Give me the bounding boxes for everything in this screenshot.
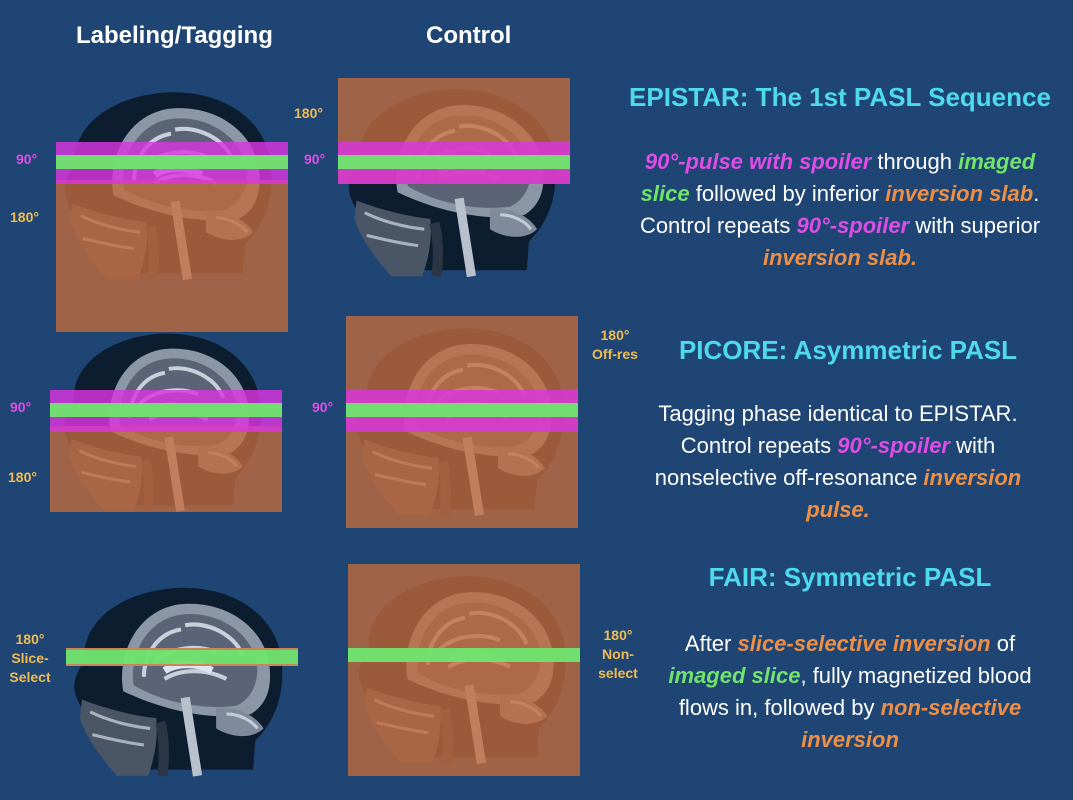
highlight-term: imaged slice [640, 149, 1036, 206]
fair-title: FAIR: Symmetric PASL [708, 562, 992, 592]
labeling-column-header: Labeling/Tagging [76, 22, 273, 49]
picore-title: PICORE: Asymmetric PASL [678, 335, 1018, 365]
imaged-slice [346, 403, 578, 417]
inversion-slab [50, 426, 282, 512]
inversion-slab [56, 180, 288, 332]
highlight-term: inversion slab [885, 181, 1034, 206]
control-column-header: Control [426, 22, 512, 49]
highlight-term: slice-selective inversion [737, 631, 991, 656]
description-text: followed by inferior [689, 181, 886, 206]
imaged-slice [50, 403, 282, 417]
picore-control-panel [344, 316, 580, 528]
imaged-slice [348, 648, 580, 662]
epistar-tag-inv-label: 180° [10, 209, 39, 225]
picore-tag-panel [46, 330, 282, 515]
imaged-slice [66, 648, 298, 666]
epistar-control-inv-label: 180° [294, 105, 323, 121]
epistar-control-panel [336, 78, 572, 288]
imaged-slice [56, 155, 288, 169]
epistar-control-sat-label: 90° [304, 151, 326, 167]
highlight-term: 90°-pulse with spoiler [644, 149, 872, 174]
highlight-term: imaged slice [668, 663, 801, 688]
picore-tag-sat-label: 90° [10, 399, 32, 415]
picore-control-sat-label: 90° [312, 399, 334, 415]
description-text: through [871, 149, 959, 174]
description-text: , fully magnetized blood flows in, follo… [678, 663, 1032, 720]
description-text: Tagging phase identical to EPISTAR. Cont… [658, 401, 1018, 458]
highlight-term: inversion slab. [762, 245, 918, 270]
picore-tag-inv-label: 180° [8, 469, 37, 485]
inversion-slab [348, 564, 580, 776]
picore-description: Tagging phase identical to EPISTAR. Cont… [648, 398, 1028, 526]
highlight-term: 90°-spoiler [837, 433, 950, 458]
picore-control-inv-label: 180° Off-res [592, 327, 638, 362]
highlight-term: 90°-spoiler [796, 213, 910, 238]
fair-description: After slice-selective inversion of image… [650, 628, 1050, 756]
mri-head-image [60, 584, 300, 780]
description-text: After [684, 631, 738, 656]
description-text: with superior [909, 213, 1041, 238]
fair-control-inv-label: 180° Non-select [598, 627, 638, 681]
highlight-term: inversion pulse. [806, 465, 1022, 522]
highlight-term: non-selective inversion [801, 695, 1022, 752]
fair-tag-panel [60, 584, 300, 780]
epistar-title: EPISTAR: The 1st PASL Sequence [629, 82, 1051, 112]
epistar-tag-sat-label: 90° [16, 151, 38, 167]
imaged-slice [338, 155, 570, 169]
epistar-tag-panel [52, 86, 292, 332]
epistar-description: 90°-pulse with spoiler through imaged sl… [630, 146, 1050, 274]
fair-tag-inv-label: 180° Slice-Select [9, 631, 51, 685]
description-text: with nonselective off-resonance [654, 433, 996, 490]
description-text: of [990, 631, 1016, 656]
fair-control-panel [346, 564, 582, 776]
description-text: . Control repeats [639, 181, 1040, 238]
